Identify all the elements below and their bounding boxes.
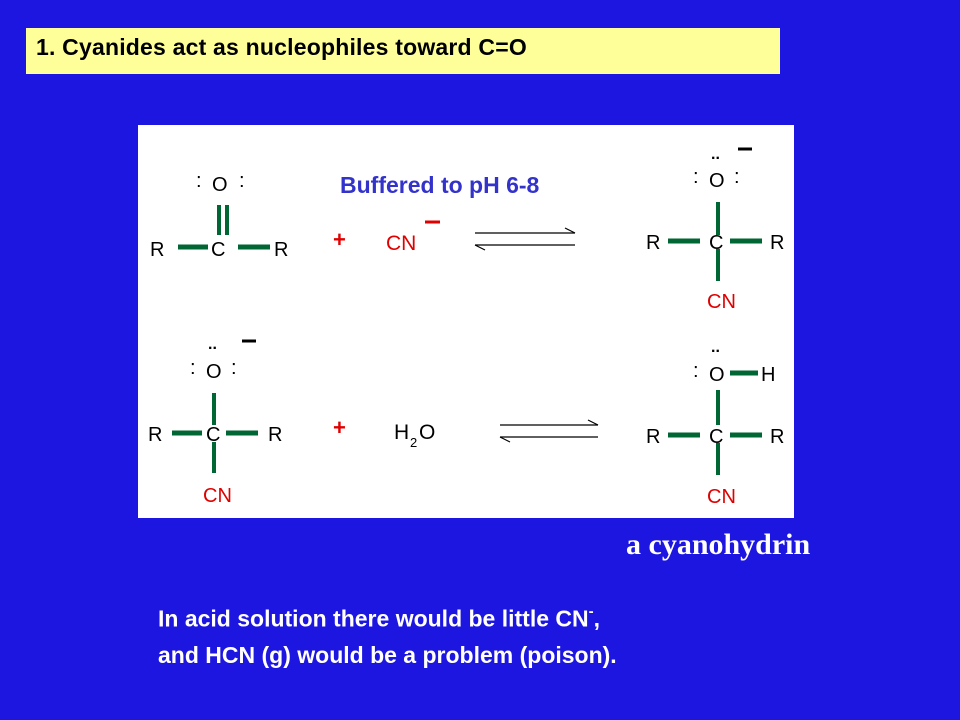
ketone-structure: O : : C R R bbox=[150, 170, 288, 261]
water-subscript: 2 bbox=[410, 435, 417, 450]
substrate2-lone-pair-top: .. bbox=[208, 336, 217, 353]
ketone-r-left: R bbox=[150, 239, 164, 261]
cyanohydrin-carbon: C bbox=[709, 426, 723, 448]
equilibrium-arrows-1 bbox=[474, 227, 576, 251]
cyanohydrin-lone-pair-top: .. bbox=[711, 339, 720, 356]
substrate2-carbon: C bbox=[206, 424, 220, 446]
alkoxide-product: O .. : : C R R CN bbox=[646, 146, 784, 313]
cyanohydrin-caption: a cyanohydrin bbox=[626, 528, 811, 561]
reaction-diagram: O : : C R R Buffered to pH 6-8 + CN O ..… bbox=[148, 146, 784, 508]
water-h: H bbox=[394, 421, 409, 444]
slide-title: 1. Cyanides act as nucleophiles toward C… bbox=[36, 34, 527, 60]
cyanohydrin-r-left: R bbox=[646, 426, 660, 448]
ketone-lone-pair-right: : bbox=[239, 170, 245, 192]
alkoxide-cn: CN bbox=[707, 291, 736, 313]
alkoxide-carbon: C bbox=[709, 232, 723, 254]
substrate2-r-left: R bbox=[148, 424, 162, 446]
cyanohydrin-product: O .. : H C R R CN bbox=[646, 339, 784, 508]
substrate2-oxygen: O bbox=[206, 361, 222, 383]
alkoxide-lone-pair-left: : bbox=[693, 166, 699, 188]
note-line-1-text: In acid solution there would be little C… bbox=[158, 605, 589, 632]
note-line-1-end: , bbox=[593, 605, 601, 632]
alkoxide-r-right: R bbox=[770, 232, 784, 254]
substrate2-lone-pair-left: : bbox=[190, 357, 196, 379]
alkoxide-r-left: R bbox=[646, 232, 660, 254]
substrate2-lone-pair-right: : bbox=[231, 357, 237, 379]
substrate2-cn: CN bbox=[203, 485, 232, 507]
note-line-1: In acid solution there would be little C… bbox=[158, 596, 818, 637]
water-reagent: H 2 O bbox=[394, 421, 435, 450]
slide-title-box: 1. Cyanides act as nucleophiles toward C… bbox=[26, 28, 780, 74]
cyanohydrin-cn: CN bbox=[707, 486, 736, 508]
reaction-condition: Buffered to pH 6-8 bbox=[340, 172, 540, 198]
note-line-2: and HCN (g) would be a problem (poison). bbox=[158, 641, 617, 668]
alkoxide-lone-pair-top: .. bbox=[711, 146, 720, 163]
substrate2-r-right: R bbox=[268, 424, 282, 446]
ketone-carbon: C bbox=[211, 239, 225, 261]
equilibrium-arrows-2 bbox=[499, 419, 599, 443]
cyanohydrin-r-right: R bbox=[770, 426, 784, 448]
cyanide-reagent: CN bbox=[386, 232, 416, 255]
acid-solution-note: In acid solution there would be little C… bbox=[158, 596, 818, 673]
note-line-1-charge: - bbox=[588, 603, 594, 620]
cyanohydrin-hydrogen: H bbox=[761, 364, 775, 386]
plus-sign-2: + bbox=[333, 415, 346, 440]
alkoxide-substrate: O .. : : C R R CN bbox=[148, 336, 282, 507]
cyanohydrin-lone-pair-left: : bbox=[693, 360, 699, 382]
water-o: O bbox=[419, 421, 435, 444]
cyanohydrin-oxygen: O bbox=[709, 364, 725, 386]
ketone-lone-pair-left: : bbox=[196, 170, 202, 192]
alkoxide-oxygen: O bbox=[709, 170, 725, 192]
plus-sign-1: + bbox=[333, 227, 346, 252]
ketone-r-right: R bbox=[274, 239, 288, 261]
alkoxide-lone-pair-right: : bbox=[734, 166, 740, 188]
ketone-oxygen: O bbox=[212, 174, 228, 196]
reaction-panel: O : : C R R Buffered to pH 6-8 + CN O ..… bbox=[138, 125, 794, 518]
